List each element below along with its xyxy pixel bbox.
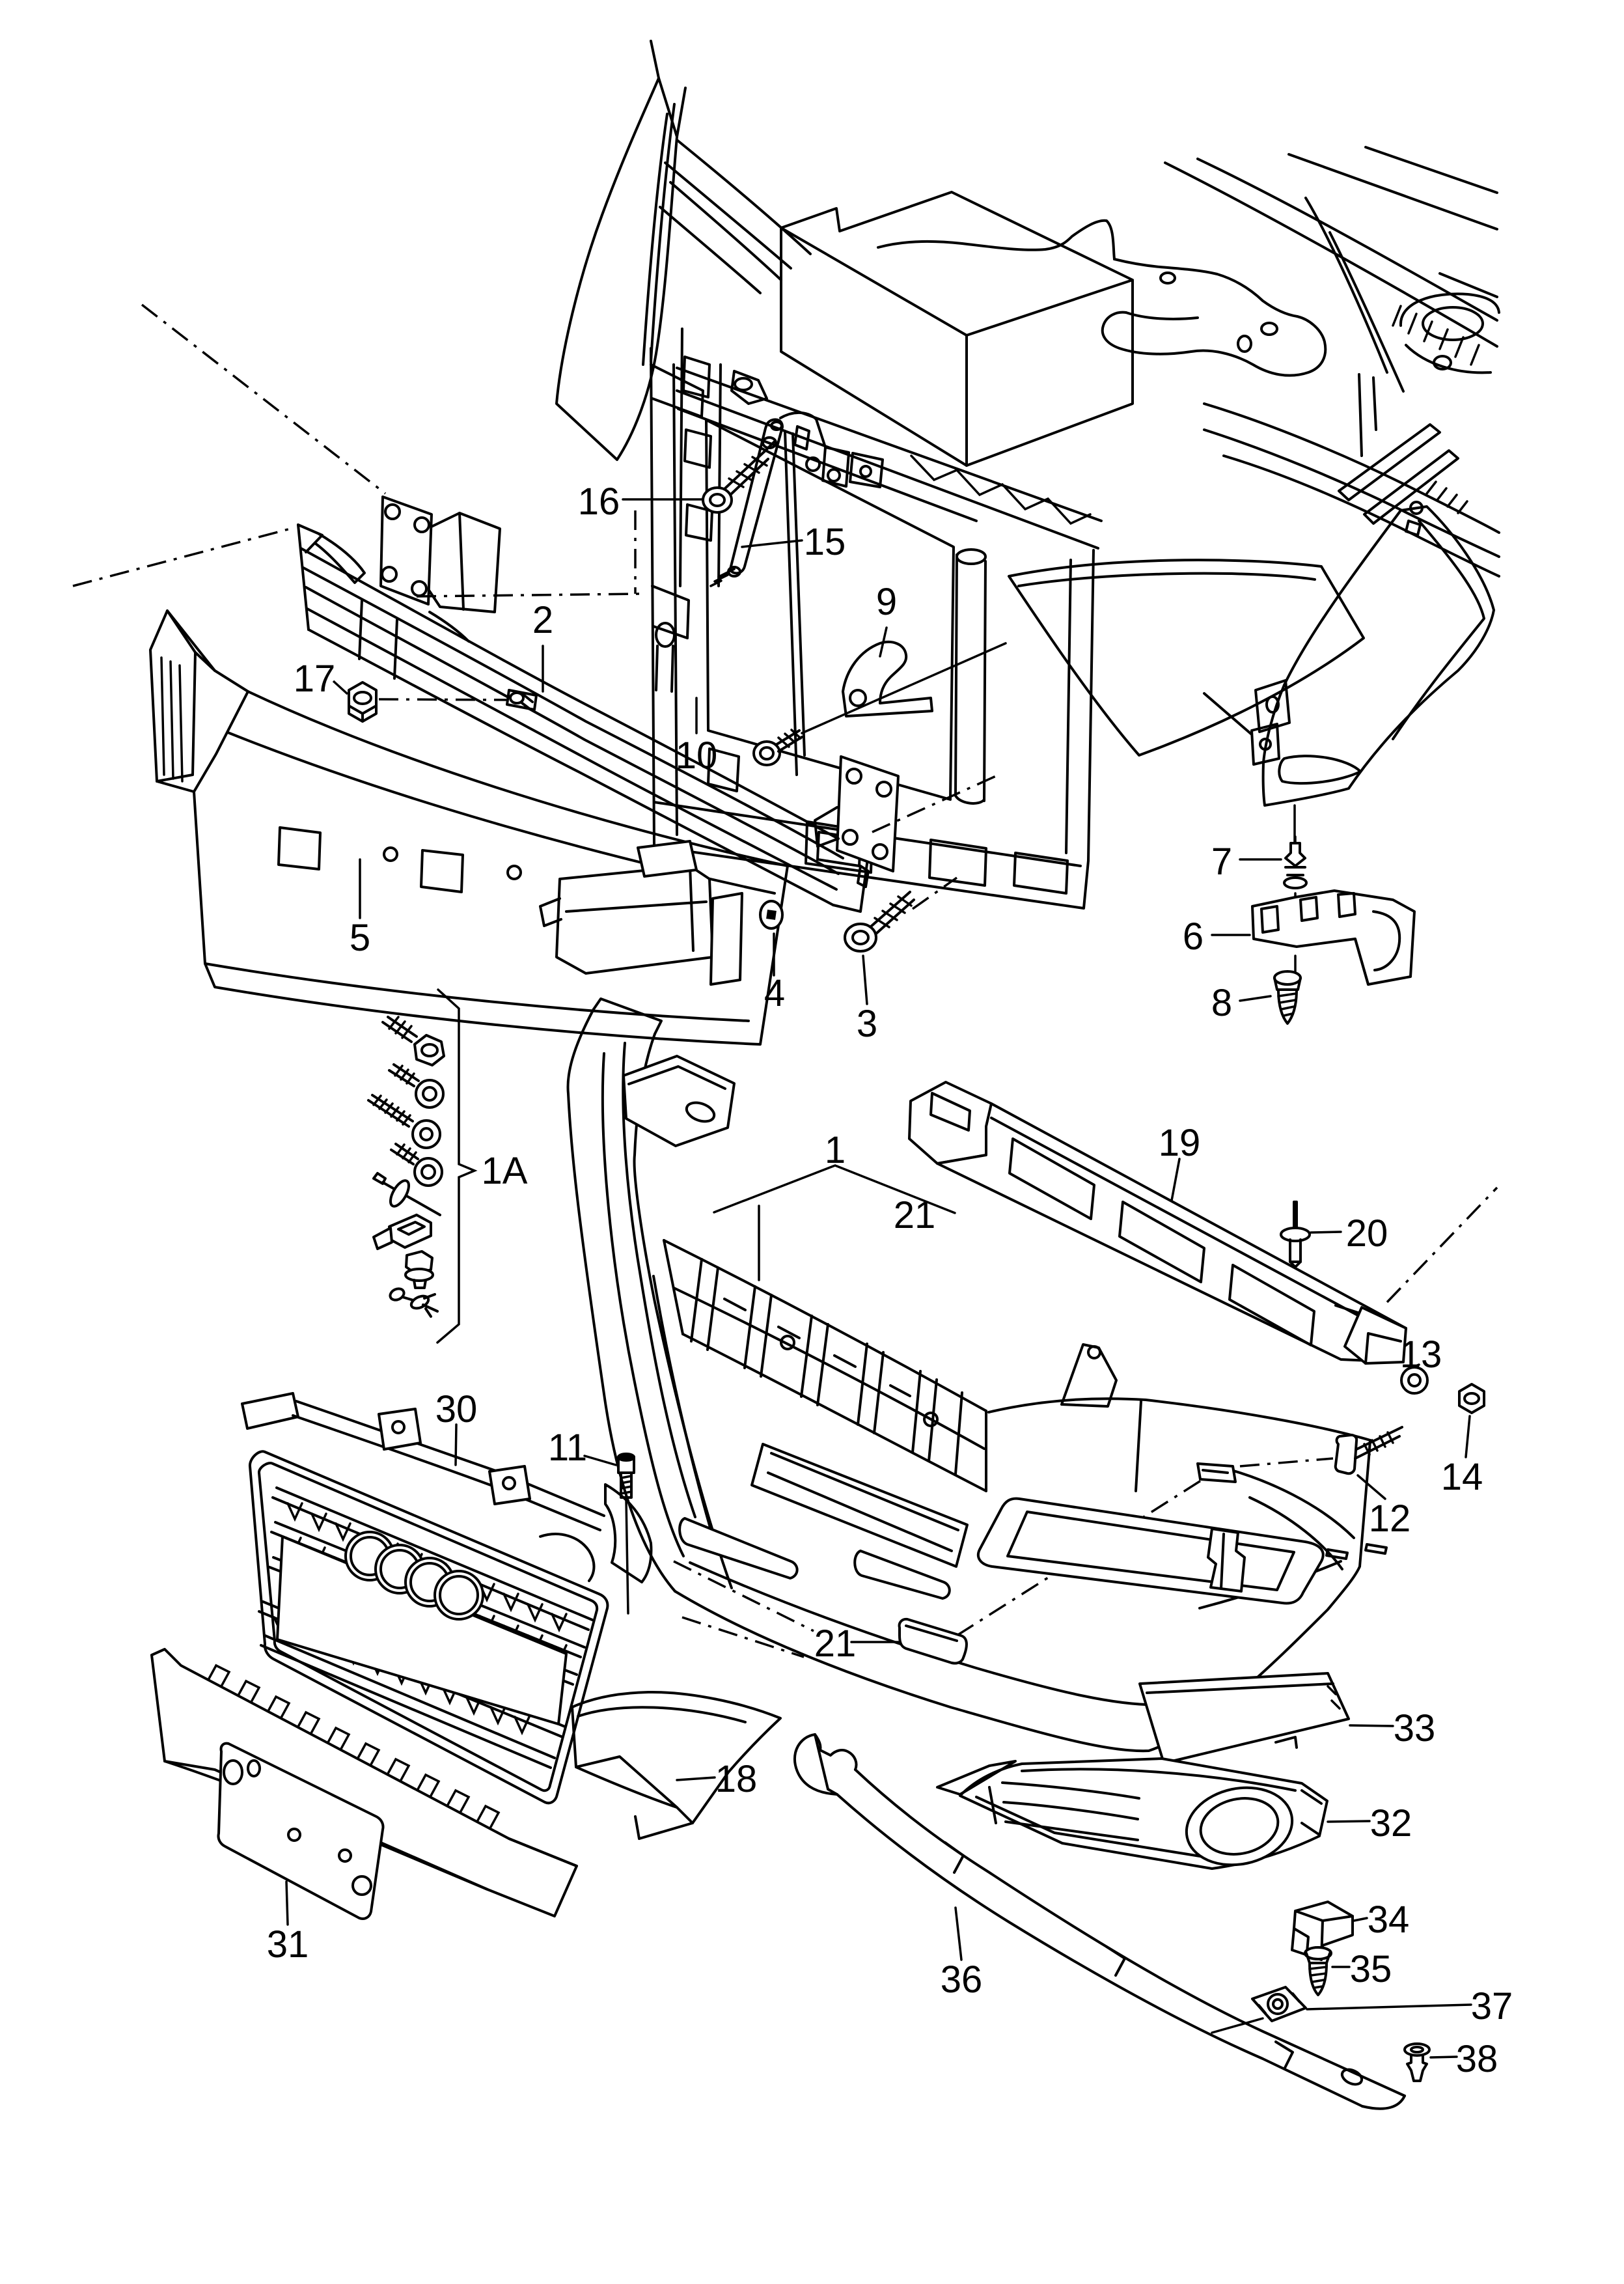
svg-text:19: 19 xyxy=(1159,1122,1201,1164)
svg-text:9: 9 xyxy=(876,581,897,623)
svg-text:16: 16 xyxy=(578,480,620,523)
svg-text:37: 37 xyxy=(1471,1985,1513,2027)
svg-text:12: 12 xyxy=(1369,1497,1411,1540)
svg-text:13: 13 xyxy=(1400,1333,1442,1376)
svg-text:17: 17 xyxy=(294,658,336,700)
svg-text:31: 31 xyxy=(267,1923,309,1966)
svg-text:5: 5 xyxy=(350,917,370,959)
svg-text:15: 15 xyxy=(804,521,846,563)
svg-text:8: 8 xyxy=(1211,982,1232,1024)
svg-text:2: 2 xyxy=(532,599,553,641)
svg-text:3: 3 xyxy=(857,1003,877,1045)
svg-text:30: 30 xyxy=(435,1388,478,1430)
svg-text:35: 35 xyxy=(1350,1948,1392,1990)
svg-text:21: 21 xyxy=(814,1622,857,1665)
svg-text:6: 6 xyxy=(1183,915,1204,958)
svg-text:34: 34 xyxy=(1368,1899,1410,1941)
svg-text:18: 18 xyxy=(715,1758,758,1800)
svg-text:33: 33 xyxy=(1394,1707,1436,1749)
svg-text:32: 32 xyxy=(1370,1802,1412,1845)
svg-text:14: 14 xyxy=(1441,1456,1483,1498)
svg-text:20: 20 xyxy=(1346,1212,1388,1255)
svg-text:1A: 1A xyxy=(482,1150,528,1192)
svg-text:7: 7 xyxy=(1211,841,1232,883)
svg-text:38: 38 xyxy=(1456,2038,1498,2080)
svg-text:11: 11 xyxy=(548,1427,587,1469)
svg-text:21: 21 xyxy=(894,1194,936,1236)
svg-text:4: 4 xyxy=(764,972,785,1014)
svg-text:10: 10 xyxy=(676,734,718,777)
svg-text:1: 1 xyxy=(825,1129,846,1171)
svg-text:36: 36 xyxy=(941,1958,983,2001)
